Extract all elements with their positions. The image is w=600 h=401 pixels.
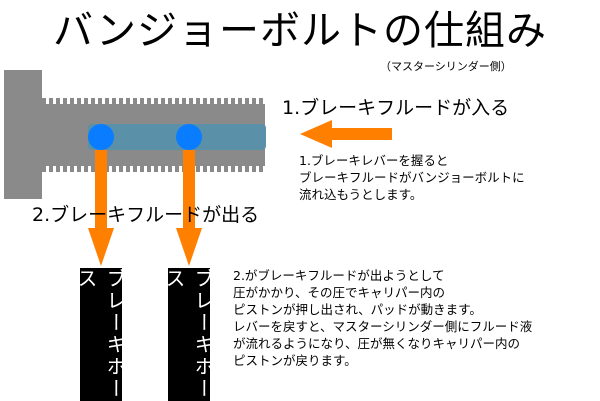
bolt-head [4,70,42,199]
inflow-arrowhead [300,120,332,148]
port-circle-1 [88,124,114,150]
outflow-arrowhead-1 [88,228,114,266]
outflow-arrow-2 [183,150,195,230]
outflow-arrowhead-2 [176,228,202,266]
brake-hose-1: ブレーキホース [74,268,127,401]
bolt-thread-bottom [42,166,265,172]
inflow-label: 1.ブレーキフルードが入る [282,97,510,119]
note-1: 1.ブレーキレバーを握ると ブレーキフルードがバンジョーボルトに 流れ込もうとし… [299,153,525,202]
note-2: 2.がブレーキフルードが出ようとして 圧がかかり、その圧でキャリパー内の ピスト… [233,268,533,368]
brake-hose-2: ブレーキホース [162,268,215,401]
outflow-arrow-1 [95,150,107,230]
bolt-thread-top [42,98,265,104]
page-title: バンジョーボルトの仕組み [53,8,547,54]
outflow-label: 2.ブレーキフルードが出る [32,204,260,226]
port-circle-2 [176,124,202,150]
inflow-arrow-shaft [330,128,392,140]
subtitle: （マスターシリンダー側） [380,60,512,73]
